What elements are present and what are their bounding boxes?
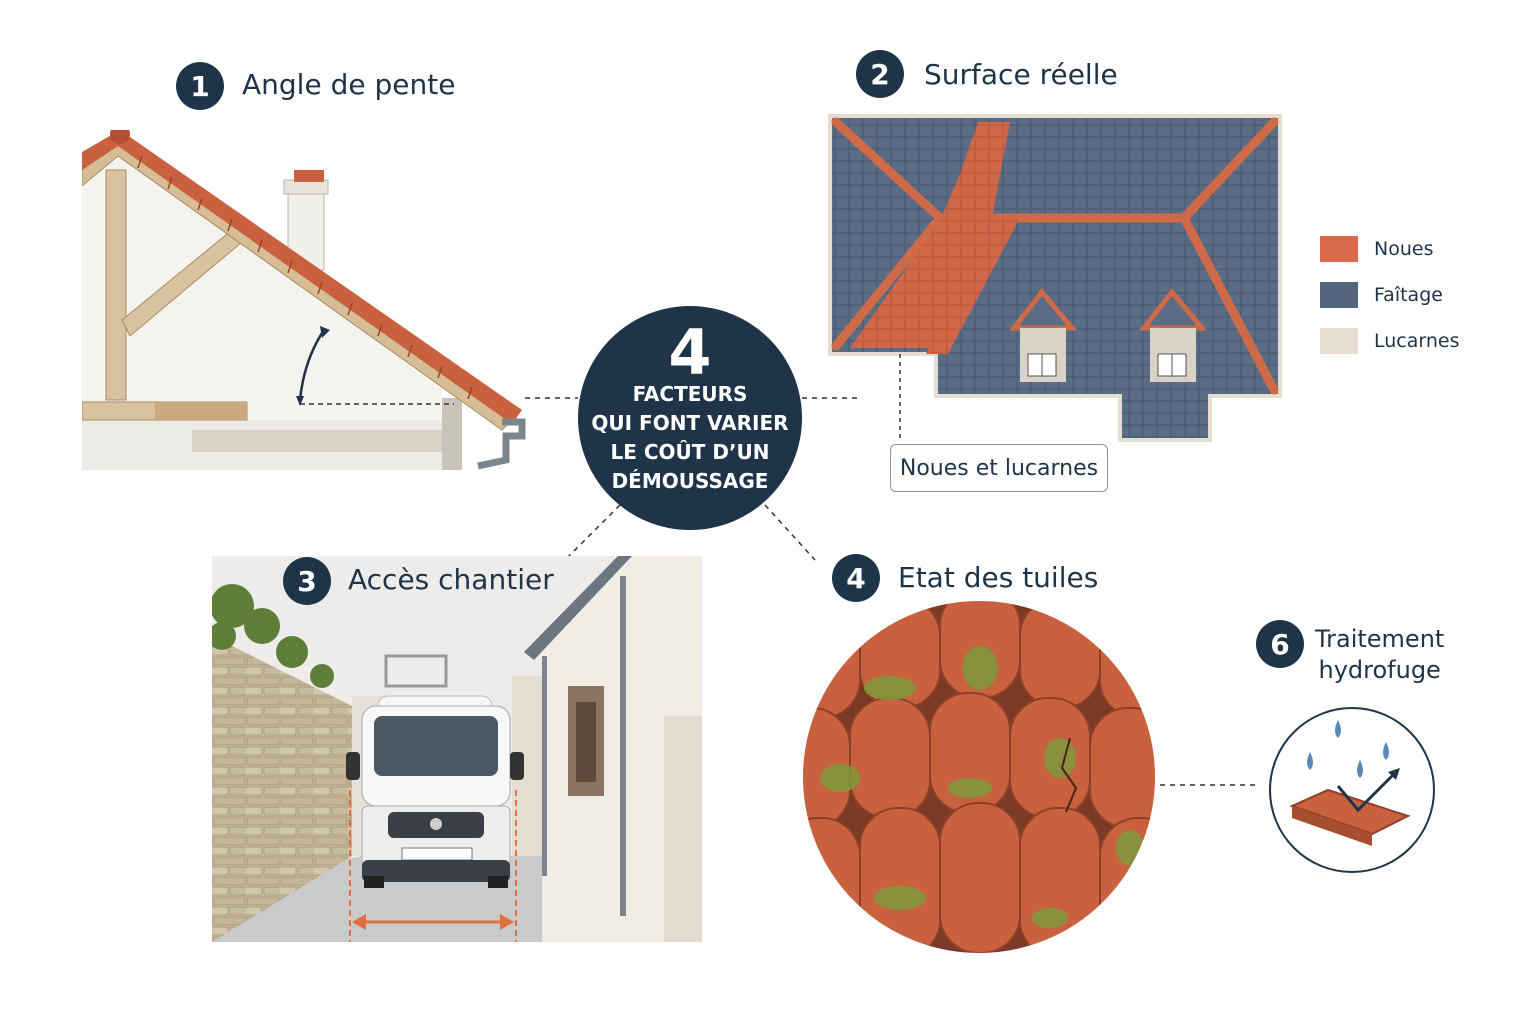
legend-item-noues: Noues (1320, 236, 1433, 262)
water-repellent-icon (1269, 707, 1435, 873)
step-number-2: 2 (856, 50, 904, 98)
legend-item-faitage: Faîtage (1320, 282, 1443, 308)
hub-caption: FACTEURS QUI FONT VARIER LE COÛT D’UN DÉ… (578, 380, 802, 496)
section-title-hydrofuge: Traitement hydrofuge (1315, 624, 1444, 686)
hub-line-4: DÉMOUSSAGE (611, 469, 769, 493)
step-number-1: 1 (176, 62, 224, 110)
site-access-illustration (212, 556, 702, 942)
legend-item-lucarnes: Lucarnes (1320, 328, 1460, 354)
legend-label-lucarnes: Lucarnes (1374, 330, 1460, 352)
roof-plan-illustration (828, 114, 1282, 442)
hub-line-3: LE COÛT D’UN (610, 440, 770, 464)
section-title-angle: Angle de pente (242, 68, 456, 101)
central-hub: 4 FACTEURS QUI FONT VARIER LE COÛT D’UN … (578, 306, 802, 530)
legend-swatch-noues (1320, 236, 1358, 262)
tile-condition-illustration (801, 599, 1157, 955)
callout-noues-lucarnes: Noues et lucarnes (890, 444, 1108, 492)
section-title-surface: Surface réelle (924, 58, 1118, 91)
step-number-3: 3 (283, 557, 331, 605)
hydrofuge-title-line-2: hydrofuge (1318, 656, 1441, 684)
section-title-etat: Etat des tuiles (898, 561, 1099, 594)
legend-swatch-lucarnes (1320, 328, 1358, 354)
hub-line-1: FACTEURS (632, 382, 748, 406)
hub-number: 4 (668, 316, 712, 389)
legend-label-noues: Noues (1374, 238, 1434, 260)
hub-line-2: QUI FONT VARIER (591, 411, 789, 435)
legend-swatch-faitage (1320, 282, 1358, 308)
section-title-acces: Accès chantier (348, 563, 554, 596)
step-number-6: 6 (1256, 620, 1304, 668)
step-number-4: 4 (832, 554, 880, 602)
roof-slope-illustration (82, 130, 526, 470)
hydrofuge-title-line-1: Traitement (1315, 625, 1445, 653)
legend-label-faitage: Faîtage (1374, 284, 1443, 306)
